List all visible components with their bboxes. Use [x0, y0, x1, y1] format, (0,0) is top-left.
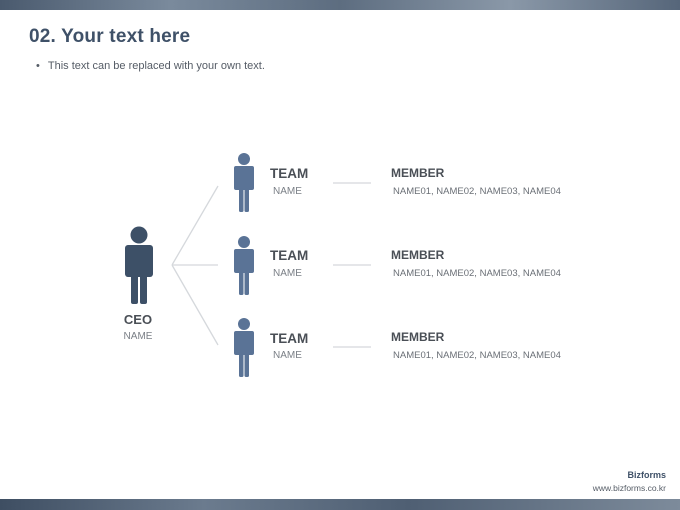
- team-1-member-title: MEMBER: [391, 166, 445, 180]
- team-1-title: TEAM: [270, 166, 309, 181]
- ceo-name: NAME: [123, 331, 153, 342]
- footer-brand: Bizforms: [627, 470, 666, 480]
- team-2-title: TEAM: [270, 248, 309, 263]
- top-banner: [0, 0, 680, 10]
- footer-url: www.bizforms.co.kr: [592, 483, 666, 493]
- team-2-member-names: NAME01, NAME02, NAME03, NAME04: [393, 268, 561, 279]
- bullet: •: [36, 60, 40, 72]
- page-title: 02. Your text here: [29, 26, 191, 47]
- connector-team-3: [171, 264, 219, 346]
- team-1-name: NAME: [273, 186, 302, 197]
- team-3-member-names: NAME01, NAME02, NAME03, NAME04: [393, 350, 561, 361]
- team-3-name: NAME: [273, 350, 302, 361]
- subtitle-text: This text can be replaced with your own …: [47, 60, 265, 72]
- team-person-icon-2: [234, 236, 254, 295]
- team-3-title: TEAM: [270, 331, 309, 346]
- team-person-icon-1: [234, 153, 254, 212]
- team-person-icon-3: [234, 318, 254, 377]
- ceo-title: CEO: [123, 312, 153, 327]
- bottom-banner: [0, 499, 680, 510]
- connector-team-1: [171, 185, 219, 266]
- ceo-person-icon: [125, 226, 153, 304]
- team-2-name: NAME: [273, 268, 302, 279]
- ceo-connectors: [171, 185, 219, 346]
- team-3-member-title: MEMBER: [391, 330, 445, 344]
- team-member-dividers: [333, 182, 371, 348]
- team-2-member-title: MEMBER: [391, 248, 445, 262]
- subtitle: • This text can be replaced with your own…: [36, 60, 265, 72]
- team-1-member-names: NAME01, NAME02, NAME03, NAME04: [393, 186, 561, 197]
